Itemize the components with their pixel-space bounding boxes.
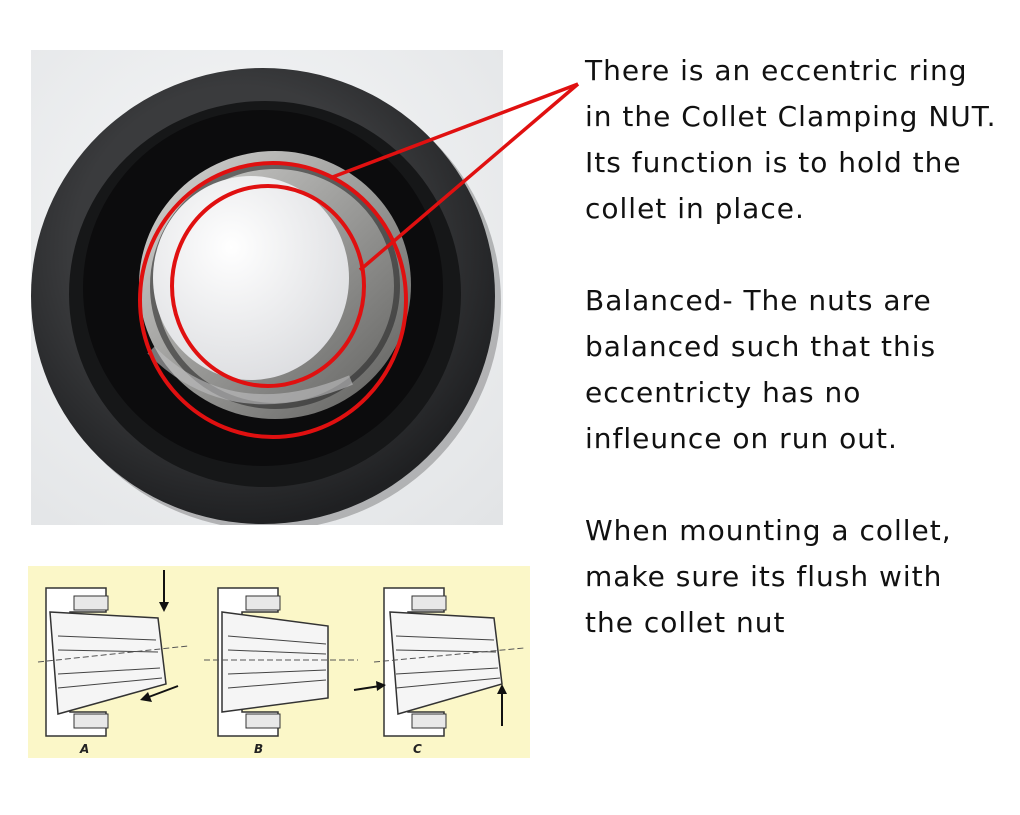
description-paragraph-eccentric-ring: There is an eccentric ring in the Collet… [585, 48, 996, 232]
text-line: collet in place. [585, 192, 805, 225]
text-line: in the Collet Clamping NUT. [585, 100, 997, 133]
diagram-label-a: A [80, 742, 90, 756]
collet-diagram-svg [37, 570, 525, 737]
description-paragraph-balanced: Balanced- The nuts are balanced such tha… [585, 278, 936, 462]
text-line: Balanced- The nuts are [585, 284, 932, 317]
text-line: infleunce on run out. [585, 422, 898, 455]
text-line: There is an eccentric ring [585, 54, 968, 87]
diagram-panel-b [204, 587, 358, 737]
text-line: balanced such that this [585, 330, 937, 363]
text-line: the collet nut [585, 606, 786, 639]
collet-mounting-diagram [28, 566, 530, 758]
diagram-label-b: B [254, 742, 264, 756]
text-line: make sure its flush with [585, 560, 943, 593]
text-line: eccentricty has no [585, 376, 862, 409]
diagram-panel-c [353, 587, 525, 737]
collet-nut-photo [31, 50, 503, 525]
text-line: When mounting a collet, [585, 514, 952, 547]
description-paragraph-mounting: When mounting a collet, make sure its fl… [585, 508, 952, 646]
diagram-panel-a [37, 570, 189, 737]
diagram-label-c: C [413, 742, 422, 756]
text-line: Its function is to hold the [585, 146, 962, 179]
collet-nut-illustration [31, 50, 503, 525]
